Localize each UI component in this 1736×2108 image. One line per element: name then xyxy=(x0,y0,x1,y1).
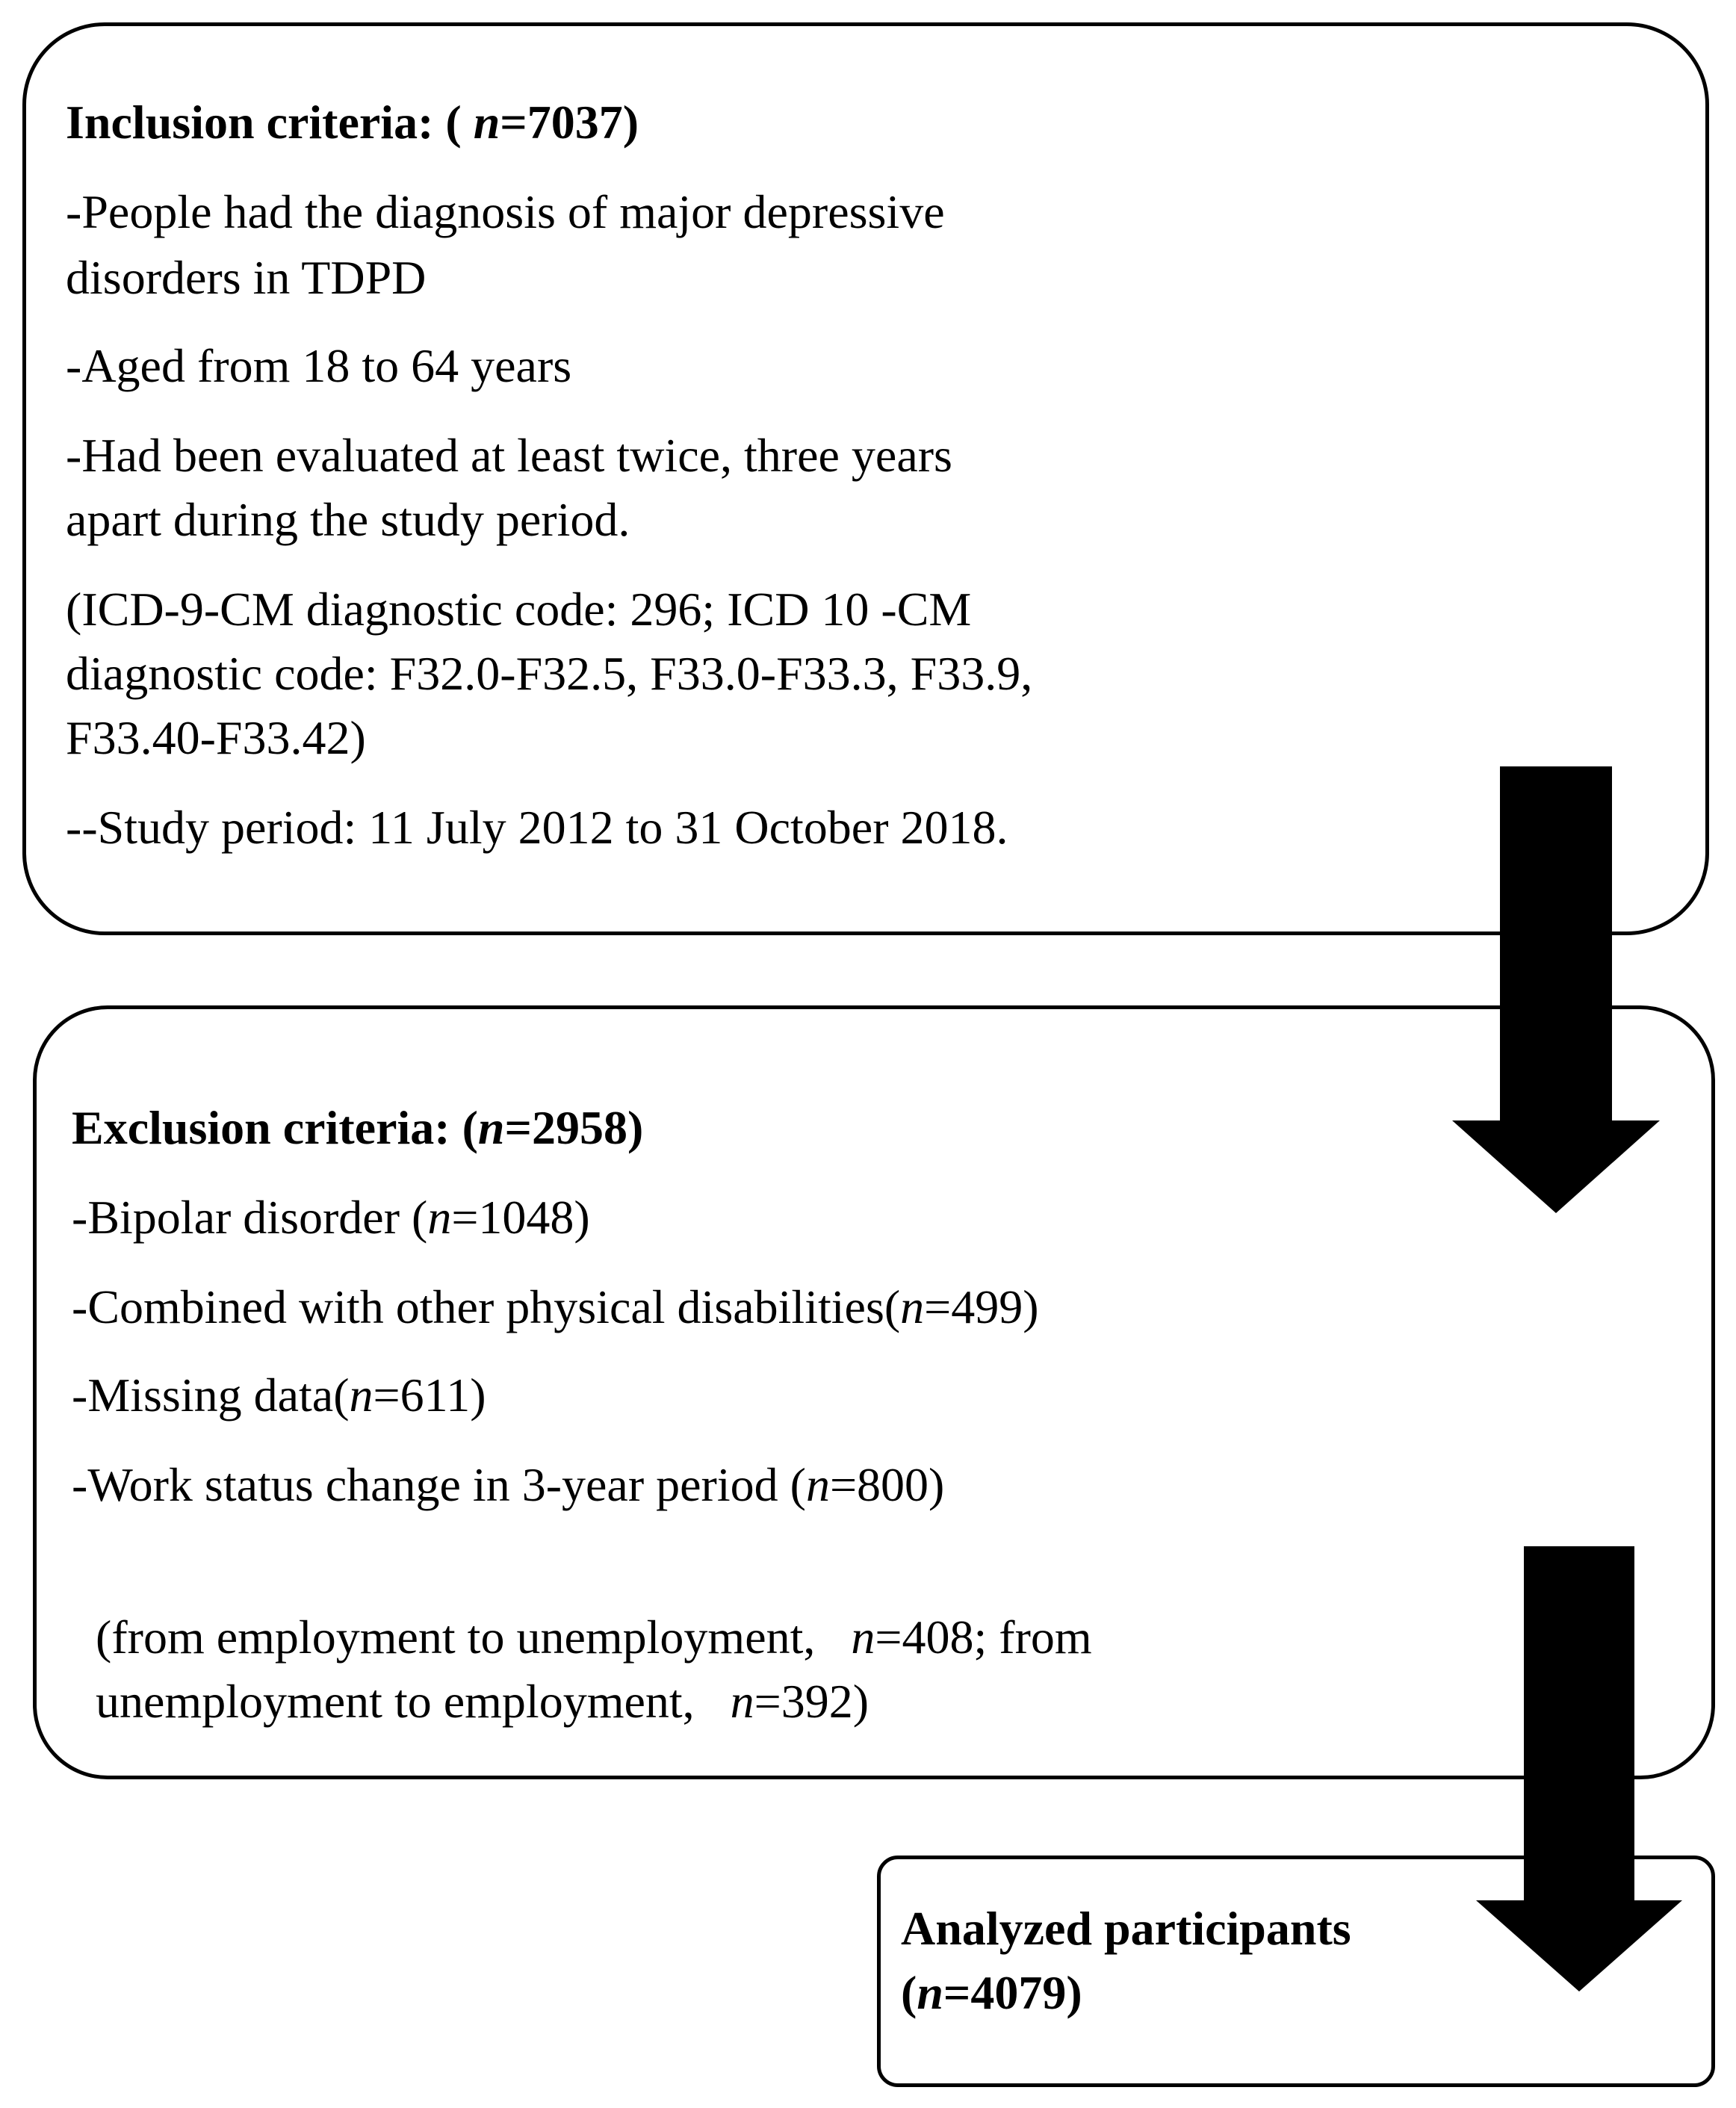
exclusion-item-unemp-to-emp: unemployment to employment, n=392) xyxy=(72,1608,869,1733)
exclusion-item-bipolar: -Bipolar disorder (n=1048) xyxy=(72,1186,590,1249)
exclusion-item-physical-label: -Combined with other physical disabiliti… xyxy=(72,1280,901,1333)
inclusion-line-1: -People had the diagnosis of major depre… xyxy=(66,185,945,238)
exclusion-item-missing-value: =611) xyxy=(373,1368,486,1422)
inclusion-n-symbol: n xyxy=(473,96,500,149)
inclusion-line-5: apart during the study period. xyxy=(66,493,630,546)
analyzed-n-symbol: n xyxy=(917,1966,943,2019)
exclusion-item-bipolar-label: -Bipolar disorder ( xyxy=(72,1191,428,1244)
inclusion-heading-label: Inclusion criteria: ( xyxy=(66,96,462,149)
exclusion-item-physical-n: n xyxy=(900,1280,925,1333)
analyzed-line-2: (n=4079) xyxy=(901,1962,1082,2024)
exclusion-item-emp-to-unemp-n: n xyxy=(851,1611,875,1664)
exclusion-item-missing: -Missing data(n=611) xyxy=(72,1364,486,1427)
analyzed-line-1: Analyzed participants xyxy=(901,1902,1351,1955)
inclusion-line-8: F33.40-F33.42) xyxy=(66,711,366,764)
inclusion-line-3: -Aged from 18 to 64 years xyxy=(66,339,572,392)
inclusion-line-7: diagnostic code: F32.0-F32.5, F33.0-F33.… xyxy=(66,647,1033,700)
inclusion-line-2: disorders in TDPD xyxy=(66,251,427,304)
inclusion-heading: Inclusion criteria: ( n=7037) xyxy=(66,91,639,154)
exclusion-criteria-box xyxy=(33,1005,1715,1779)
exclusion-n-symbol: n xyxy=(477,1101,505,1154)
exclusion-item-unemp-to-emp-n: n xyxy=(730,1675,754,1728)
inclusion-criteria-box xyxy=(22,22,1709,935)
exclusion-item-emp-to-unemp-value: =408; from xyxy=(875,1611,1092,1664)
exclusion-item-emp-to-unemp-label: (from employment to unemployment, xyxy=(96,1611,852,1664)
exclusion-item-unemp-to-emp-label: unemployment to employment, xyxy=(96,1675,731,1728)
exclusion-item-unemp-to-emp-value: =392) xyxy=(754,1675,869,1728)
exclusion-item-work: -Work status change in 3-year period (n=… xyxy=(72,1454,944,1516)
exclusion-n-value: =2958) xyxy=(504,1101,644,1154)
exclusion-item-missing-label: -Missing data( xyxy=(72,1368,350,1422)
analyzed-n-value: =4079) xyxy=(943,1966,1082,2019)
inclusion-line-9: --Study period: 11 July 2012 to 31 Octob… xyxy=(66,801,1008,854)
exclusion-item-physical: -Combined with other physical disabiliti… xyxy=(72,1276,1039,1339)
exclusion-item-emp-to-unemp: (from employment to unemployment, n=408;… xyxy=(72,1543,1092,1669)
inclusion-line-6: (ICD-9-CM diagnostic code: 296; ICD 10 -… xyxy=(66,583,972,636)
exclusion-heading-label: Exclusion criteria: ( xyxy=(72,1101,478,1154)
analyzed-open-paren: ( xyxy=(901,1966,917,2019)
exclusion-item-bipolar-n: n xyxy=(427,1191,452,1244)
inclusion-n-value: =7037) xyxy=(500,96,639,149)
exclusion-heading: Exclusion criteria: (n=2958) xyxy=(72,1097,643,1159)
exclusion-item-work-label: -Work status change in 3-year period ( xyxy=(72,1458,806,1511)
exclusion-item-physical-value: =499) xyxy=(924,1280,1039,1333)
exclusion-item-work-value: =800) xyxy=(829,1458,945,1511)
inclusion-line-4: -Had been evaluated at least twice, thre… xyxy=(66,429,952,482)
analyzed-participants-box xyxy=(877,1856,1715,2087)
exclusion-item-work-n: n xyxy=(805,1458,830,1511)
exclusion-item-bipolar-value: =1048) xyxy=(451,1191,590,1244)
exclusion-item-missing-n: n xyxy=(349,1368,373,1422)
